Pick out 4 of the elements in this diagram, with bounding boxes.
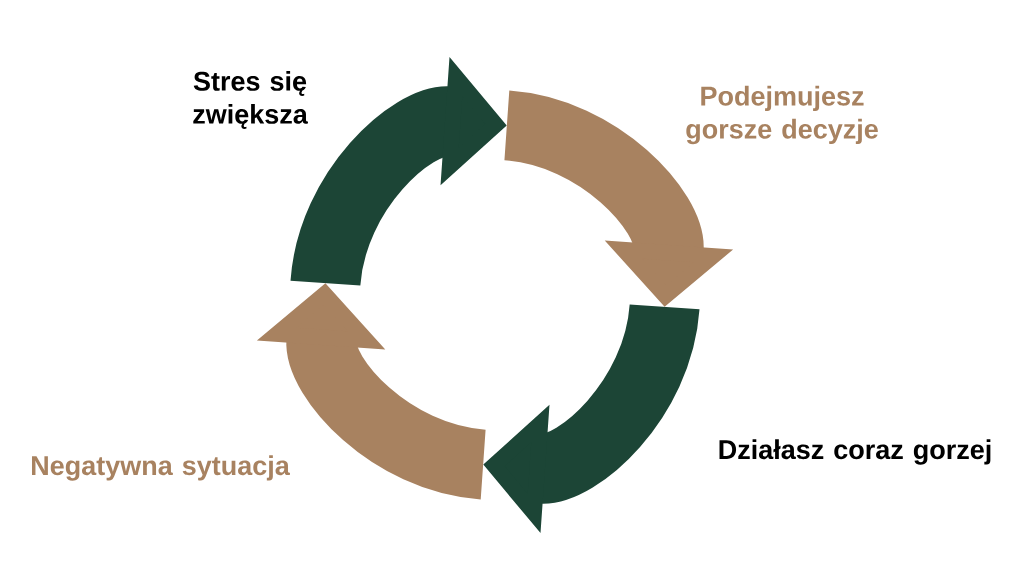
cycle-label: Negatywna sytuacja [32,455,290,481]
cycle-label: Działasz coraz gorzej [719,439,991,465]
cycle-label: Podejmujesz gorsze decyzje [686,85,878,145]
cycle-label: Stres się zwiększa [193,71,308,129]
